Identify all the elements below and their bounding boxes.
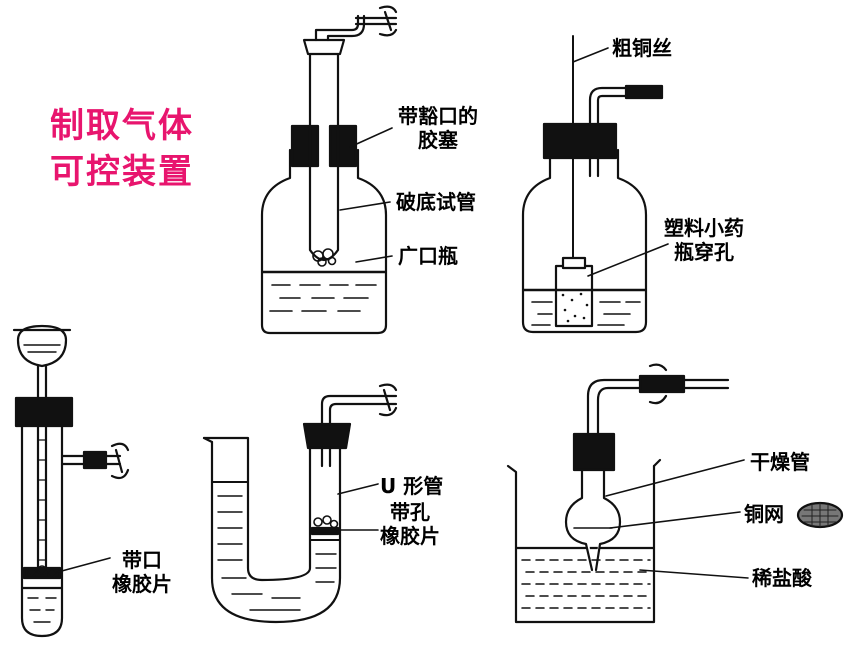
- label-rubber-disc-with-slit: 带口 橡胶片: [112, 548, 172, 596]
- rubber-stopper-left: [290, 124, 320, 168]
- apparatus-5: [506, 363, 844, 624]
- label-perforated-vial: 塑料小药 瓶穿孔: [664, 216, 744, 264]
- apparatus-3: [12, 324, 130, 638]
- u-tube: [202, 436, 342, 624]
- label-copper-mesh: 铜网: [744, 502, 784, 526]
- outer-tube: [20, 424, 64, 638]
- label-perforated-rubber-disc: 带孔 橡胶片: [380, 500, 440, 548]
- label-u-tube: U 形管: [380, 474, 444, 498]
- rubber-disc: [310, 526, 340, 536]
- label-broken-bottom-tube: 破底试管: [396, 190, 476, 214]
- label-copper-wire: 粗铜丝: [612, 36, 672, 60]
- title-line-1: 制取气体: [50, 106, 194, 146]
- funnel-bulb: [16, 324, 68, 368]
- label-dilute-hydrochloric-acid: 稀盐酸: [752, 566, 812, 590]
- solid-reactant: [312, 248, 337, 267]
- label-drying-tube: 干燥管: [750, 450, 810, 474]
- pinch-clamp: [378, 5, 398, 37]
- title-line-2: 可控装置: [50, 152, 194, 192]
- apparatus-1: [260, 5, 398, 335]
- beaker: [506, 464, 656, 624]
- label-stopper-with-notch: 带豁口的 胶塞: [398, 104, 478, 152]
- perforated-vial: [554, 264, 594, 328]
- wide-mouth-bottle: [260, 148, 388, 335]
- apparatus-4: [202, 383, 398, 624]
- apparatus-2: [521, 35, 669, 334]
- label-wide-mouth-bottle: 广口瓶: [398, 244, 458, 268]
- rubber-stopper: [542, 122, 618, 160]
- broken-bottom-test-tube: [308, 50, 340, 262]
- rubber-stopper: [572, 432, 616, 472]
- rubber-stopper: [14, 396, 74, 428]
- wide-mouth-bottle: [521, 148, 648, 334]
- rubber-disc: [22, 566, 62, 580]
- rubber-stopper: [302, 422, 352, 450]
- drying-tube: [564, 468, 622, 572]
